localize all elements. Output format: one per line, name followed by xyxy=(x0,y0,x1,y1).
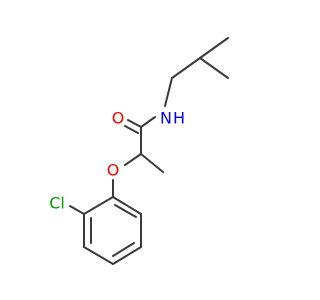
atom-label-chlorine: Cl xyxy=(49,194,65,213)
atom-label-amide-hydrogen: H xyxy=(173,109,185,128)
bond-alpha-ether-o xyxy=(124,153,142,166)
bond-carbonyl-double-2 xyxy=(124,125,139,134)
ring-bond-6 xyxy=(83,196,114,215)
ring-bond-3 xyxy=(112,246,142,265)
bond-ch-methyl xyxy=(199,57,229,79)
bond-alpha-methyl xyxy=(140,153,164,173)
bond-carbonyl-double-1 xyxy=(127,119,142,128)
ring-bond-4 xyxy=(83,246,114,265)
bond-ch-ch2 xyxy=(171,57,201,79)
ring-inner-bond-1 xyxy=(114,204,137,218)
bond-methyl-ch xyxy=(199,37,229,59)
bond-n-carbonyl xyxy=(140,116,156,128)
ring-bond-1 xyxy=(112,196,142,215)
atom-label-amide-nitrogen: N xyxy=(160,109,172,128)
bond-ring-cl xyxy=(69,205,85,215)
atom-label-ether-oxygen: O xyxy=(107,161,120,180)
molecule-canvas: O N H O Cl xyxy=(49,37,229,265)
structure-diagram: O N H O Cl xyxy=(49,37,229,265)
bond-ch2-n xyxy=(164,77,173,107)
ring-inner-bond-2 xyxy=(112,242,135,257)
atom-label-carbonyl-oxygen: O xyxy=(112,109,125,128)
